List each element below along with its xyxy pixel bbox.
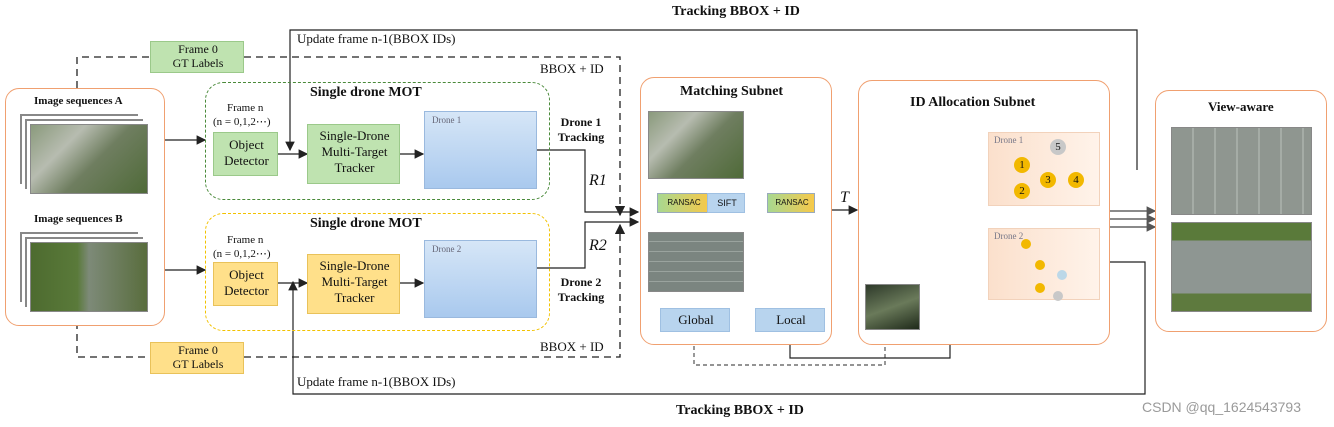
view-aware-image-bottom (1171, 222, 1312, 312)
id-drone1-label: Drone 1 (994, 135, 1024, 145)
r2-label: R2 (589, 237, 607, 254)
sift-box: SIFT (707, 193, 745, 213)
id-drone2-label: Drone 2 (994, 231, 1024, 241)
drone1-tracking-l2: Tracking (557, 130, 605, 144)
frame0-bottom-dashed-right (244, 223, 626, 358)
d2-small-node (1035, 283, 1045, 293)
id-small-image (865, 284, 920, 330)
tracker-top-l2: Multi-Target (321, 144, 388, 159)
seq-a-image-stack (30, 124, 148, 194)
frame0-bottom-line1: Frame 0 (178, 343, 218, 357)
drone1-tracking-l1: Drone 1 (560, 115, 602, 129)
frame0-top-line1: Frame 0 (178, 42, 218, 56)
matching-image-bottom (648, 232, 744, 292)
seq-b-image-stack (30, 242, 148, 312)
ransac1-box: RANSAC (657, 193, 709, 213)
bbox-bottom-label: BBOX + ID (540, 339, 604, 354)
tracker-top: Single-Drone Multi-Target Tracker (307, 124, 400, 184)
d2-small-node (1057, 270, 1067, 280)
object-detector-bottom: Object Detector (213, 262, 278, 306)
matching-title: Matching Subnet (680, 84, 784, 99)
drone2-tracking-l1: Drone 2 (560, 275, 602, 289)
frame0-bottom-line2: GT Labels (172, 357, 224, 371)
detector-top-l2: Detector (224, 153, 269, 168)
node-4: 4 (1068, 172, 1084, 188)
drone1-graph-panel: Drone 1 (424, 111, 537, 189)
update-top-label: Update frame n-1(BBOX IDs) (297, 31, 456, 46)
ransac2-label: RANSAC (775, 198, 809, 207)
matching-image-top (648, 111, 744, 179)
object-detector-top: Object Detector (213, 132, 278, 176)
seq-b-label: Image sequences B (34, 213, 123, 225)
watermark: CSDN @qq_1624543793 (1142, 399, 1301, 415)
mot-top-range: (n = 0,1,2⋯) (213, 116, 271, 128)
local-line (789, 330, 955, 359)
drone2-tracking-l2: Tracking (557, 290, 605, 304)
local-box: Local (755, 308, 825, 332)
d2-small-node (1035, 260, 1045, 270)
node-5: 5 (1050, 139, 1066, 155)
mot-top-title: Single drone MOT (310, 85, 422, 100)
drone1-to-matching (537, 149, 640, 217)
d2-small-node (1053, 291, 1063, 301)
tracker-bottom-l3: Tracker (334, 290, 375, 305)
detector-top-l1: Object (229, 137, 264, 152)
detector-bottom-l1: Object (229, 267, 264, 282)
frame0-top-dashed (76, 56, 150, 88)
node-1: 1 (1014, 157, 1030, 173)
mot-bottom-title: Single drone MOT (310, 216, 422, 231)
drone2-panel-label: Drone 2 (432, 244, 462, 254)
mot-bottom-frame: Frame n (227, 234, 264, 246)
local-label: Local (776, 312, 806, 327)
detector-bottom-l2: Detector (224, 283, 269, 298)
tracker-bottom: Single-Drone Multi-Target Tracker (307, 254, 400, 314)
t-label: T (840, 189, 849, 206)
id-alloc-title: ID Allocation Subnet (910, 95, 1036, 110)
drone1-panel-label: Drone 1 (432, 115, 462, 125)
top-title: Tracking BBOX + ID (672, 4, 800, 19)
bottom-title: Tracking BBOX + ID (676, 403, 804, 418)
tracker-top-l3: Tracker (334, 160, 375, 175)
frame0-top-dashed-right (244, 56, 626, 217)
drone2-to-matching (537, 217, 640, 269)
mot-top-frame: Frame n (227, 102, 264, 114)
d2-small-node (1021, 239, 1031, 249)
node-3: 3 (1040, 172, 1056, 188)
global-box: Global (660, 308, 730, 332)
drone2-graph-panel: Drone 2 (424, 240, 537, 318)
single-drone-mot-top (205, 82, 550, 200)
frame0-bottom-dashed (76, 322, 150, 358)
top-feedback-line (285, 29, 1138, 170)
r1-label: R1 (589, 172, 607, 189)
update-bottom-label: Update frame n-1(BBOX IDs) (297, 374, 456, 389)
mot-bottom-range: (n = 0,1,2⋯) (213, 248, 271, 260)
single-drone-mot-bottom (205, 213, 550, 331)
id-drone1-panel: Drone 1 (988, 132, 1100, 206)
tracker-bottom-l1: Single-Drone (319, 258, 390, 273)
tracker-top-l1: Single-Drone (319, 128, 390, 143)
view-aware-image-top (1171, 127, 1312, 215)
ransac1-label: RANSAC (667, 198, 701, 207)
frame0-bottom-box: Frame 0 GT Labels (150, 342, 244, 374)
node-2: 2 (1014, 183, 1030, 199)
global-label: Global (678, 312, 714, 327)
frame0-top-box: Frame 0 GT Labels (150, 41, 244, 73)
frame0-top-line2: GT Labels (172, 56, 224, 70)
seq-a-label: Image sequences A (34, 95, 123, 107)
bbox-top-label: BBOX + ID (540, 61, 604, 76)
ransac2-box: RANSAC (767, 193, 815, 213)
view-aware-title: View-aware (1208, 99, 1274, 114)
tracker-bottom-l2: Multi-Target (321, 274, 388, 289)
global-dashed-line (693, 330, 890, 366)
sift-label: SIFT (717, 198, 737, 208)
